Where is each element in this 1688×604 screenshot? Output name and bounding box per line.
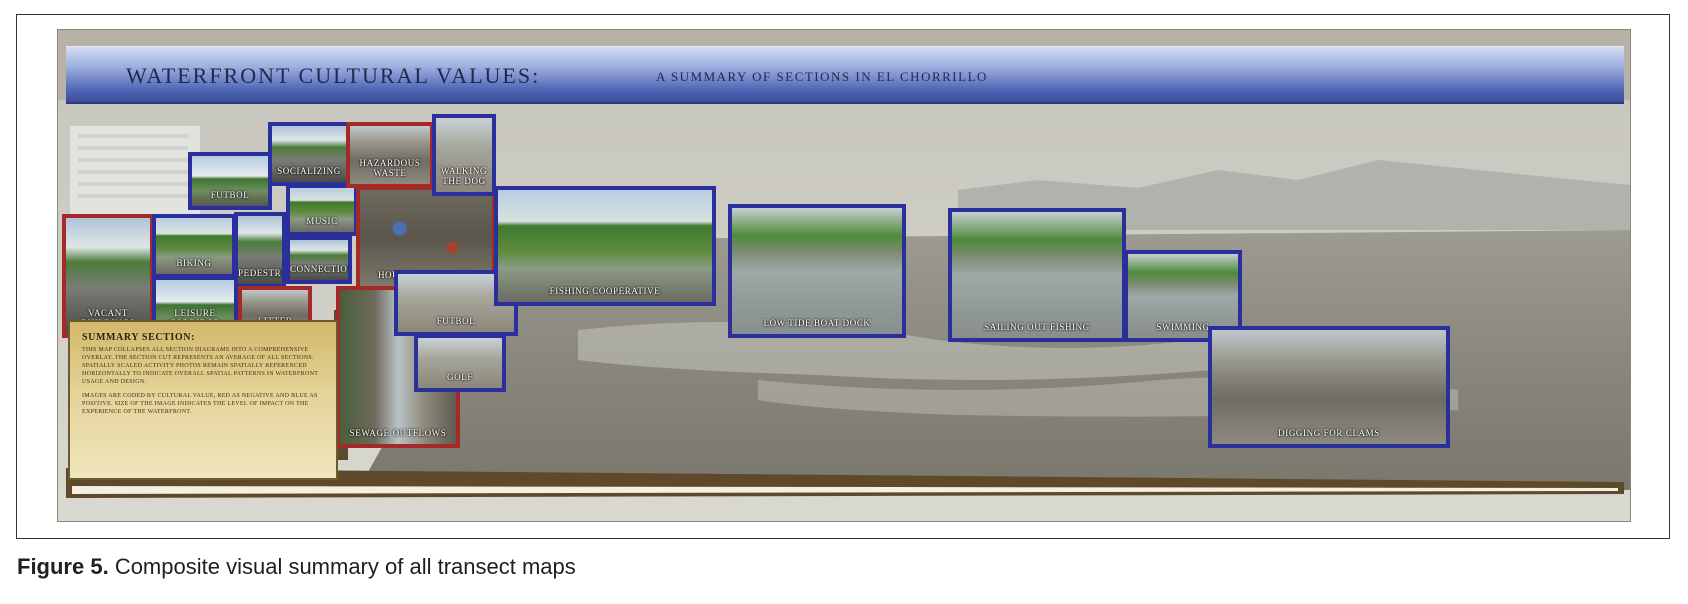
summary-text-1: This map collapses all section diagrams … [82,347,319,385]
summary-title: SUMMARY SECTION: [82,332,196,343]
photo-caption: Golf [447,372,473,382]
photo-music: Music [286,184,358,236]
photo-caption: Hazardous Waste [359,158,421,178]
figure-caption-text: Composite visual summary of all transect… [114,554,576,579]
photo-pedestrian: Pedestrian [234,212,286,288]
photo-caption: Walking the Dog [440,166,488,186]
photo-sailing-out-fishing: Sailing Out Fishing [948,208,1126,342]
photo-futbol: Futbol [188,152,272,210]
photo-caption: Socializing [277,166,341,176]
photo-connection: Connection [286,236,352,284]
summary-section-panel: SUMMARY SECTION: This map collapses all … [68,320,338,480]
figure-label: Figure 5. [17,554,109,579]
poster-banner: WATERFRONT CULTURAL VALUES: A SUMMARY OF… [66,46,1624,104]
photo-caption: Futbol [436,316,476,326]
photo-caption: Fishing Cooperative [549,286,661,296]
photo-caption: Sailing Out Fishing [984,322,1090,332]
photo-caption: Digging for Clams [1278,428,1380,438]
summary-text-2: Images are coded by cultural value, red … [82,393,318,415]
photo-caption: Sewage Outflows [349,428,447,438]
photo-low-tide-boat-dock: Low Tide Boat Dock [728,204,906,338]
poster: WATERFRONT CULTURAL VALUES: A SUMMARY OF… [57,29,1631,522]
photo-caption: Swimming [1156,322,1210,332]
photo-caption: Music [306,216,338,226]
poster-subtitle: A SUMMARY OF SECTIONS IN EL CHORRILLO [656,69,988,84]
photo-caption: Biking [176,258,212,268]
photo-walking-the-dog: Walking the Dog [432,114,496,196]
photo-caption: Low Tide Boat Dock [763,318,871,328]
figure-caption: Figure 5. Composite visual summary of al… [17,554,576,580]
photo-socializing: Socializing [268,122,350,186]
photo-hazardous-waste: Hazardous Waste [346,122,434,188]
photo-golf: Golf [414,334,506,392]
photo-caption: Connection [290,264,352,274]
photo-digging-for-clams: Digging for Clams [1208,326,1450,448]
photo-fishing-cooperative: Fishing Cooperative [494,186,716,306]
poster-title: WATERFRONT CULTURAL VALUES: [126,63,541,88]
photo-caption: Pedestrian [238,268,285,278]
photo-caption: Futbol [210,190,250,200]
figure-frame: WATERFRONT CULTURAL VALUES: A SUMMARY OF… [16,14,1670,539]
photo-biking: Biking [152,214,236,278]
